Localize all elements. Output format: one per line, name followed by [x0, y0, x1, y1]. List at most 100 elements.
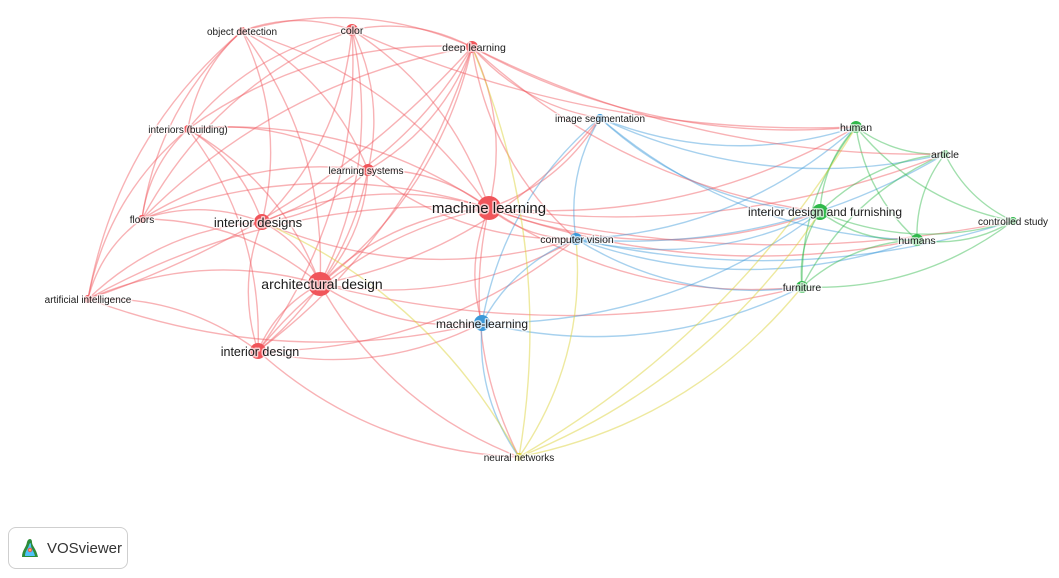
label-halo-neural-networks: neural networks	[484, 453, 555, 464]
vosviewer-brand-name: VOSviewer	[47, 539, 123, 557]
link-color-to-interiors-building	[187, 29, 353, 130]
link-interior-design-to-interiors-building	[187, 128, 260, 352]
node-interior-design-and-furnishing[interactable]	[812, 204, 828, 220]
label-interior-design-and-furnishing[interactable]: interior design and furnishing	[748, 205, 902, 219]
link-machine-learning-to-humans	[488, 207, 918, 257]
link-interior-design-to-deep-learning	[257, 46, 473, 352]
label-image-segmentation[interactable]: image segmentation	[555, 114, 645, 125]
link-computer-vision-to-article	[575, 153, 946, 242]
node-deep-learning[interactable]	[466, 41, 478, 53]
link-learning-systems-to-object-detection	[241, 30, 369, 171]
label-interior-design[interactable]: interior design	[221, 345, 300, 359]
label-controlled-study[interactable]: controlled study	[978, 217, 1048, 228]
link-learning-systems-to-deep-learning	[367, 46, 473, 171]
label-halo-machine-learning: machine learning	[432, 200, 546, 217]
node-object-detection[interactable]	[238, 27, 246, 35]
node-image-segmentation[interactable]	[596, 114, 604, 122]
link-architectural-design-to-neural-networks	[319, 283, 520, 458]
label-article[interactable]: article	[931, 149, 959, 161]
node-interiors-building[interactable]	[184, 125, 192, 133]
link-neural-networks-to-furniture	[518, 286, 803, 458]
link-interior-design-and-furnishing-to-controlled-study	[819, 211, 1014, 235]
link-architectural-design-to-interiors-building	[187, 128, 321, 285]
link-neural-networks-to-human	[518, 126, 857, 458]
node-furniture[interactable]	[796, 281, 808, 293]
link-learning-systems-to-computer-vision	[367, 169, 577, 240]
node-machine-learning-hyph[interactable]	[474, 315, 490, 331]
node-learning-systems[interactable]	[362, 164, 374, 176]
link-machine-learning-to-learning-systems	[367, 169, 490, 209]
label-human[interactable]: human	[840, 122, 872, 134]
link-machine-learning-to-artificial-intelligence	[87, 205, 490, 300]
link-furniture-to-controlled-study	[801, 220, 1014, 289]
link-human-to-humans	[855, 126, 918, 241]
link-artificial-intelligence-to-machine-learning-hyph	[87, 298, 483, 343]
node-humans[interactable]	[911, 234, 923, 246]
label-furniture[interactable]: furniture	[783, 282, 822, 294]
link-machine-learning-to-color	[351, 29, 490, 209]
link-interior-designs-to-artificial-intelligence	[87, 221, 263, 300]
label-neural-networks[interactable]: neural networks	[484, 453, 555, 464]
node-neural-networks[interactable]	[515, 453, 523, 461]
label-architectural-design[interactable]: architectural design	[261, 276, 382, 292]
link-architectural-design-to-color	[319, 29, 363, 285]
label-floors[interactable]: floors	[130, 215, 154, 226]
label-halo-artificial-intelligence: artificial intelligence	[45, 295, 132, 306]
label-interiors-building[interactable]: interiors (building)	[148, 125, 227, 136]
label-learning-systems[interactable]: learning systems	[328, 166, 403, 177]
label-machine-learning[interactable]: machine learning	[432, 200, 546, 217]
label-computer-vision[interactable]: computer vision	[540, 234, 614, 246]
label-machine-learning-hyph[interactable]: machine-learning	[436, 317, 528, 331]
label-humans[interactable]: humans	[898, 235, 935, 247]
link-deep-learning-to-interior-design-and-furnishing	[471, 46, 821, 213]
link-architectural-design-to-computer-vision	[319, 238, 577, 291]
link-interior-design-to-learning-systems	[257, 169, 369, 352]
link-human-to-interior-design-and-furnishing	[819, 126, 857, 213]
vosviewer-logo-badge[interactable]: VOSviewer	[8, 527, 128, 569]
node-computer-vision[interactable]	[570, 233, 582, 245]
node-interior-designs[interactable]	[254, 214, 270, 230]
link-machine-learning-to-image-segmentation	[488, 117, 601, 209]
link-object-detection-to-floors	[141, 30, 243, 220]
label-object-detection[interactable]: object detection	[207, 27, 277, 38]
node-architectural-design[interactable]	[308, 272, 332, 296]
link-architectural-design-to-machine-learning-hyph	[319, 283, 483, 326]
label-deep-learning[interactable]: deep learning	[442, 42, 506, 54]
link-deep-learning-to-interiors-building	[187, 45, 473, 130]
label-artificial-intelligence[interactable]: artificial intelligence	[45, 295, 132, 306]
link-article-to-controlled-study	[944, 153, 1014, 222]
link-architectural-design-to-interior-designs	[261, 221, 321, 285]
link-neural-networks-to-deep-learning	[471, 46, 531, 458]
link-learning-systems-to-floors	[141, 166, 369, 220]
node-color[interactable]	[346, 24, 358, 36]
node-machine-learning[interactable]	[477, 196, 501, 220]
node-article[interactable]	[941, 150, 949, 158]
label-color[interactable]: color	[341, 25, 364, 37]
link-image-segmentation-to-interior-design-and-furnishing	[599, 117, 821, 213]
link-machine-learning-hyph-to-furniture	[481, 286, 803, 338]
label-interior-designs[interactable]: interior designs	[214, 215, 303, 230]
link-interior-designs-to-learning-systems	[261, 169, 369, 223]
network-links	[87, 16, 1014, 458]
link-interior-design-and-furnishing-to-humans	[819, 211, 918, 242]
link-interior-design-to-color	[257, 29, 354, 352]
link-human-to-article	[855, 126, 946, 155]
link-color-to-human	[351, 29, 857, 129]
node-controlled-study[interactable]	[1009, 217, 1017, 225]
link-architectural-design-to-object-detection	[241, 30, 322, 285]
link-computer-vision-to-interior-design-and-furnishing	[575, 211, 821, 251]
node-artificial-intelligence[interactable]	[84, 295, 92, 303]
link-machine-learning-hyph-to-interior-design-and-furnishing	[481, 211, 821, 324]
link-machine-learning-to-machine-learning-hyph	[474, 207, 490, 324]
node-floors[interactable]	[138, 215, 146, 223]
label-halo-human: human	[840, 122, 872, 134]
link-image-segmentation-to-article	[599, 117, 946, 170]
link-object-detection-to-artificial-intelligence	[87, 30, 243, 300]
label-halo-humans: humans	[898, 235, 935, 247]
link-deep-learning-to-computer-vision	[471, 46, 577, 240]
node-human[interactable]	[850, 121, 862, 133]
node-interior-design[interactable]	[250, 343, 266, 359]
link-floors-to-artificial-intelligence	[87, 218, 143, 300]
